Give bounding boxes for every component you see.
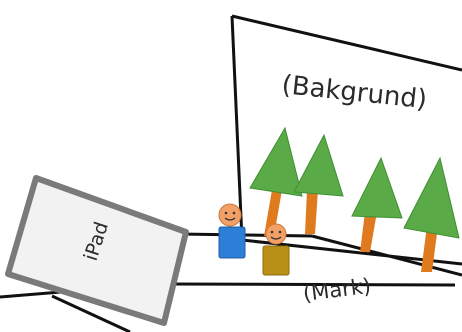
ground-label: (Mark) (302, 274, 373, 306)
tree-icon (249, 126, 303, 236)
tree-icon (351, 156, 403, 252)
background-label: (Bakgrund) (280, 70, 428, 115)
person-icon (262, 223, 290, 276)
ipad-device: iPad (5, 175, 189, 326)
ground-edge-lower (51, 294, 131, 332)
ground-edge-front (167, 282, 456, 287)
background-top-edge (231, 14, 462, 72)
person-icon (218, 203, 246, 259)
tree-icon (293, 133, 344, 234)
tree-icon (403, 156, 460, 272)
